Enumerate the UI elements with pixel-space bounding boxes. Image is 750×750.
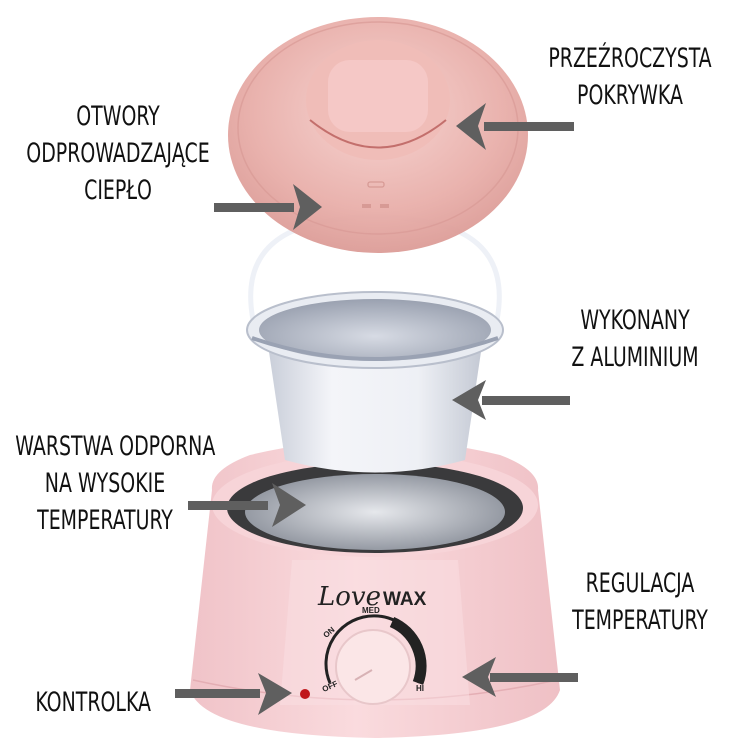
transparent-lid xyxy=(228,17,528,253)
label-temperature-control: REGULACJA TEMPERATURY xyxy=(562,565,718,639)
label-line: WARSTWA ODPORNA xyxy=(15,431,216,462)
temperature-dial[interactable] xyxy=(324,614,427,705)
dial-label-med: MED xyxy=(362,606,380,615)
brand-script: Love xyxy=(318,582,381,612)
label-line: REGULACJA xyxy=(585,568,695,599)
label-line: KONTROLKA xyxy=(35,687,151,718)
label-line: TEMPERATURY xyxy=(572,605,708,636)
brand-logo: Love WAX xyxy=(318,582,438,612)
label-heat-layer: WARSTWA ODPORNA NA WYSOKIE TEMPERATURY xyxy=(15,428,216,539)
indicator-light xyxy=(300,689,310,699)
label-aluminium: WYKONANY Z ALUMINIUM xyxy=(549,302,721,376)
aluminium-pot xyxy=(246,214,504,473)
label-line: PRZEŹROCZYSTA xyxy=(548,43,712,74)
label-line: WYKONANY xyxy=(580,305,690,336)
dial-label-hi: HI xyxy=(416,684,424,693)
label-line: POKRYWKA xyxy=(577,80,683,111)
annotation-arrows xyxy=(175,103,578,715)
label-lid-vents: OTWORY ODPROWADZAJĄCE CIEPŁO xyxy=(17,98,220,209)
label-indicator-light: KONTROLKA xyxy=(35,684,151,721)
label-transparent-lid: PRZEŹROCZYSTA POKRYWKA xyxy=(544,40,716,114)
label-line: OTWORY xyxy=(76,101,160,132)
label-line: Z ALUMINIUM xyxy=(571,342,699,373)
label-line: NA WYSOKIE xyxy=(44,468,166,499)
label-line: TEMPERATURY xyxy=(37,505,173,536)
label-line: ODPROWADZAJĄCE xyxy=(26,138,210,169)
brand-bold: WAX xyxy=(383,589,427,610)
label-line: CIEPŁO xyxy=(84,175,152,206)
